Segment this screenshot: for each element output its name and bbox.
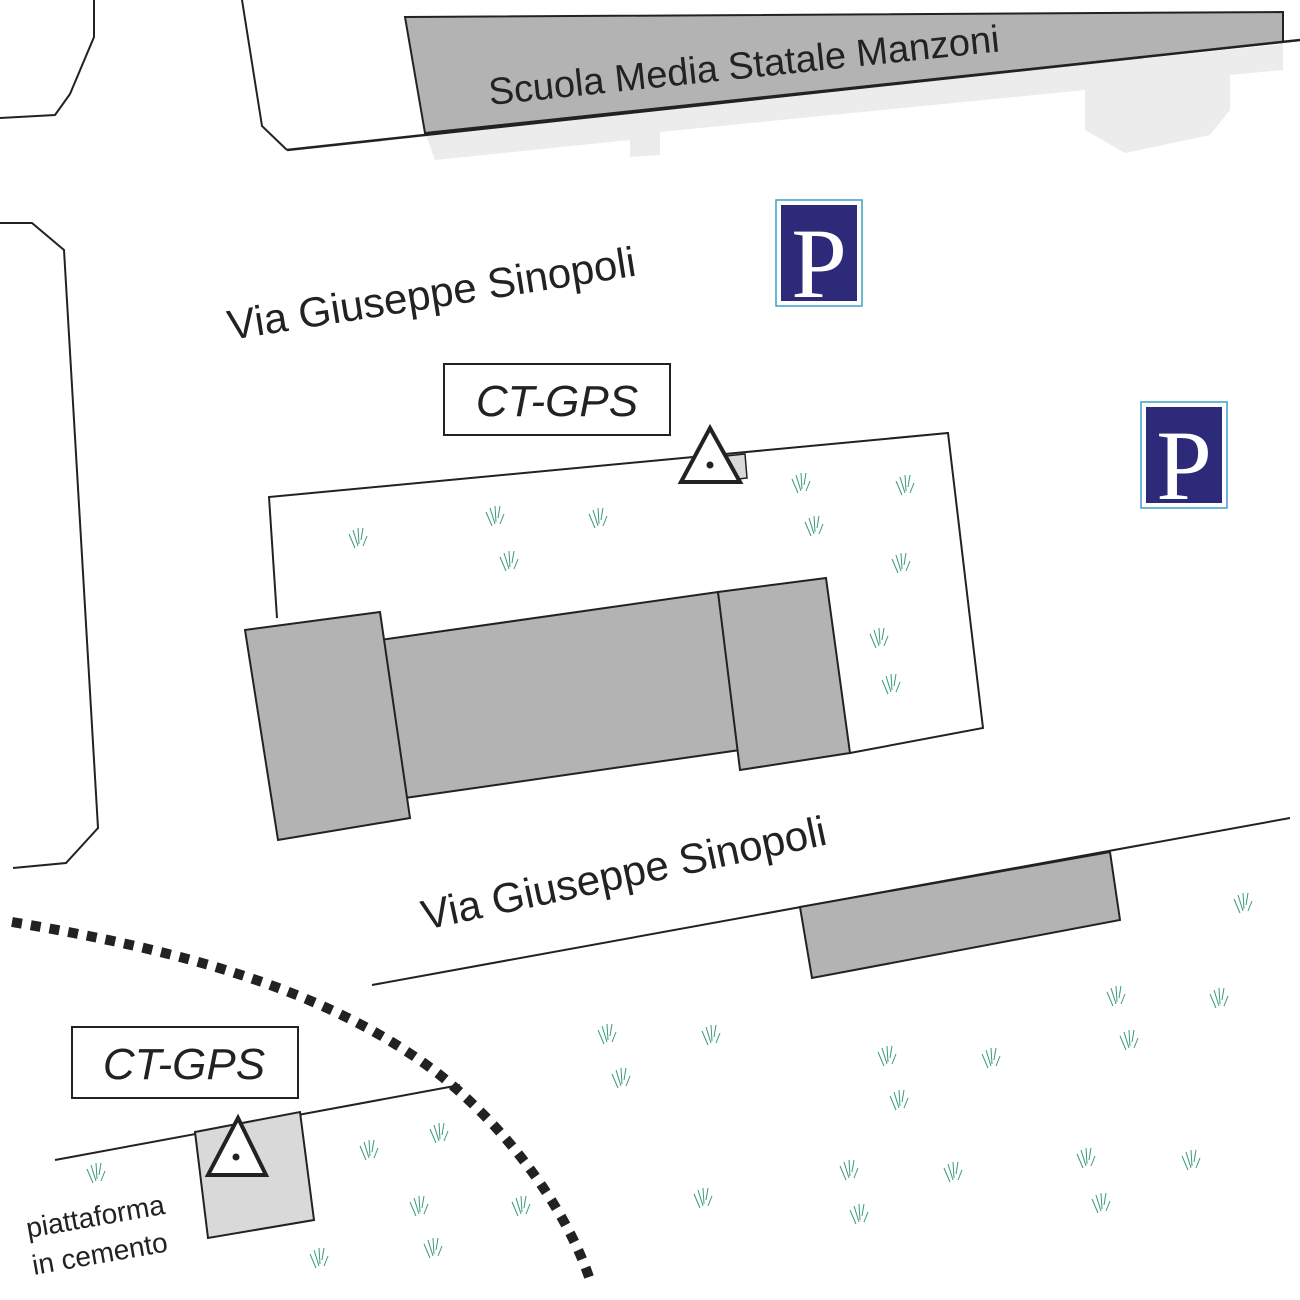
grass-tuft-icon [485, 505, 505, 527]
parking-sign-2: P [1140, 401, 1228, 521]
station-label-south-text: CT-GPS [103, 1040, 265, 1089]
grass-tuft-icon [1091, 1192, 1111, 1214]
gps-benchmark-dot [232, 1153, 240, 1161]
grass-tuft-icon [891, 552, 911, 574]
grass-tuft-icon [409, 1195, 429, 1217]
school-road-edge [286, 38, 1300, 152]
street-label-north: Via Giuseppe Sinopoli [224, 238, 639, 349]
grass-tuft-icon [881, 673, 901, 695]
grass-tuft-icon [499, 550, 519, 572]
grass-tuft-icon [791, 472, 811, 494]
grass-tuft-icon [1119, 1029, 1139, 1051]
grass-tuft-icon [889, 1089, 909, 1111]
parking-letter: P [1156, 410, 1212, 521]
grass-tuft-icon [348, 527, 368, 549]
plot-boundary [267, 431, 985, 754]
grass-tuft-icon [869, 627, 889, 649]
grass-tuft-icon [1209, 987, 1229, 1009]
grass-tuft-icon [588, 507, 608, 529]
building-south [798, 850, 1122, 980]
school-building: Scuola Media Statale Manzoni [286, 10, 1300, 160]
grass-tuft-icon [597, 1023, 617, 1045]
building-west-wing [243, 610, 412, 842]
grass-tuft-icon [423, 1237, 443, 1259]
grass-tuft-icon [981, 1047, 1001, 1069]
grass-tuft-icon [86, 1162, 106, 1184]
grass-tuft-icon [849, 1203, 869, 1225]
parking-sign-1: P [775, 199, 863, 319]
grass-tuft-icon [701, 1024, 721, 1046]
grass-tuft-icon [1106, 985, 1126, 1007]
grass-tuft-icon [359, 1139, 379, 1161]
gps-station-north [677, 423, 744, 484]
gps-benchmark-dot [706, 461, 714, 469]
main-building [243, 576, 852, 842]
grass-tuft-icon [1181, 1149, 1201, 1171]
gps-triangle-icon [677, 423, 744, 484]
grass-tuft-icon [877, 1045, 897, 1067]
grass-tuft-icon [693, 1187, 713, 1209]
grass-tuft-icon [839, 1159, 859, 1181]
grass-tuft-icon [1076, 1147, 1096, 1169]
gps-triangle-icon [204, 1113, 270, 1177]
grass-tuft-icon [804, 515, 824, 537]
parking-letter: P [791, 208, 847, 319]
gps-station-south [204, 1113, 270, 1177]
grass-tuft-icon [511, 1195, 531, 1217]
grass-tuft-icon [611, 1067, 631, 1089]
grass-tuft-icon [895, 474, 915, 496]
grass-tufts [86, 472, 1253, 1269]
road-edge-left [0, 222, 100, 869]
school-shadow [425, 44, 1283, 160]
building-center [378, 590, 742, 800]
road-edge-top-left [0, 0, 95, 119]
dotted-boundary [11, 917, 595, 1282]
road-edge-top-center [241, 0, 288, 151]
street-label-south: Via Giuseppe Sinopoli [417, 807, 830, 939]
grass-tuft-icon [943, 1161, 963, 1183]
station-label-north: CT-GPS [443, 363, 671, 436]
grass-tuft-icon [429, 1122, 449, 1144]
station-label-south: CT-GPS [71, 1026, 299, 1099]
station-label-north-text: CT-GPS [476, 377, 638, 426]
building-east-wing [716, 576, 852, 772]
grass-tuft-icon [1233, 892, 1253, 914]
grass-tuft-icon [309, 1247, 329, 1269]
